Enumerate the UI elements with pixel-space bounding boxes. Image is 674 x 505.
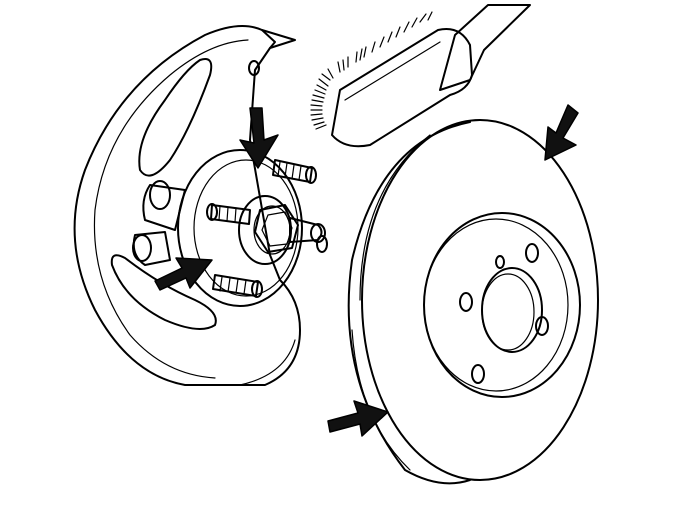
brake-disc-stud-holes	[459, 243, 549, 384]
wheel-stud	[212, 274, 263, 298]
brake-disc-center-bore	[481, 267, 543, 353]
backing-plate-slot-lower	[110, 254, 217, 330]
hub-flange	[177, 149, 303, 307]
backing-plate-slot-upper	[138, 58, 213, 177]
arrow-hub-lower	[154, 257, 213, 291]
brake-disc-hat	[423, 212, 581, 398]
wire-brush	[310, 4, 531, 148]
wheel-stud	[316, 235, 328, 253]
hub-studs	[206, 159, 328, 298]
wheel-hub-with-studs	[132, 149, 328, 307]
backing-plate-outline	[73, 25, 301, 386]
wheel-stud	[206, 203, 251, 225]
brake-backing-plate	[73, 25, 301, 386]
brake-disc-edge	[347, 121, 471, 485]
arrow-disc-lower	[327, 400, 389, 437]
wire-brush-bristles	[310, 11, 433, 130]
wire-brush-handle	[439, 4, 531, 91]
wire-brush-head	[331, 28, 473, 148]
indicator-arrows	[154, 104, 579, 437]
backing-plate-bolt-hole	[248, 60, 260, 76]
arrow-hub-top	[239, 107, 279, 169]
wheel-stud	[272, 159, 317, 184]
brake-disc-face	[361, 119, 599, 481]
arrow-disc-top	[544, 104, 579, 161]
brake-disc-rotor	[347, 119, 599, 485]
